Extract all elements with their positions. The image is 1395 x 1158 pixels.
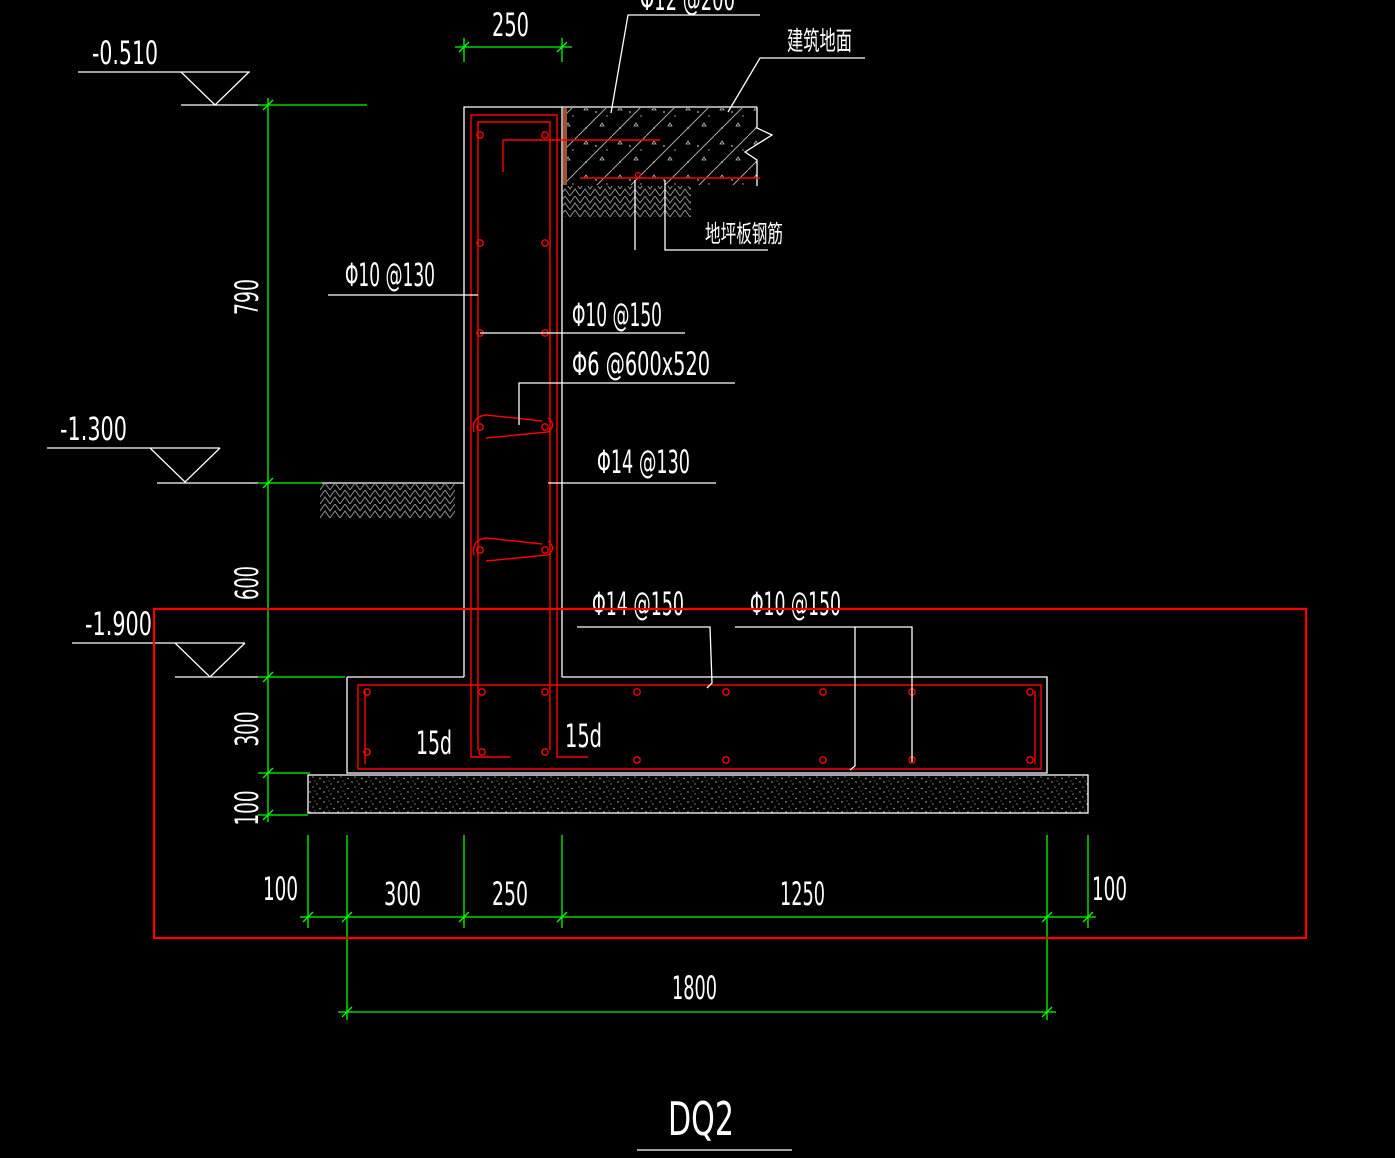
leader-tie xyxy=(518,382,735,425)
label-slab-top-rebar: Φ12 @200 xyxy=(640,0,735,18)
wall-rebar-dot xyxy=(541,239,549,247)
footing-rebar-dot xyxy=(722,688,730,696)
dim-label-footing: 300 xyxy=(228,712,266,747)
dimension-horizontal-chain: 100 300 250 1250 100 xyxy=(263,835,1127,1020)
wall-rebar-dot xyxy=(476,131,484,139)
wall-rebar-dot xyxy=(541,546,549,554)
footing-rebar-dot xyxy=(819,756,827,764)
wall-rebar-outer-loop xyxy=(470,114,588,758)
floor-slab xyxy=(562,106,774,217)
footing-rebar-dot xyxy=(819,688,827,696)
highlight-box xyxy=(152,607,1308,940)
dim-line-total xyxy=(338,1006,1056,1018)
dimension-vertical-chain: 790 600 300 100 xyxy=(228,98,367,826)
elevation-footing-label: -1.900 xyxy=(85,605,152,643)
dimension-wall-top: 250 xyxy=(455,6,572,62)
elevation-ground-line xyxy=(47,447,464,484)
rebar-annotations: Φ12 @200 建筑地面 地坪板钢筋 Φ10 @130 Φ10 @150 Φ6… xyxy=(328,0,913,771)
footing-rebar-dot xyxy=(541,748,549,756)
dim-label-heel: 1250 xyxy=(780,875,825,913)
dim-extension-verticals xyxy=(307,835,1089,1020)
elevation-footing-line xyxy=(72,642,258,678)
wall-outline xyxy=(463,106,563,677)
footing-rebar-dot xyxy=(722,756,730,764)
drawing-title-label: DQ2 xyxy=(668,1092,734,1146)
wall-rebar-dot xyxy=(541,131,549,139)
dim-label-blinding: 100 xyxy=(228,791,266,826)
footing-rebar-loop xyxy=(357,684,1042,770)
dim-label-blinding-left: 100 xyxy=(263,870,298,908)
wall-rebar xyxy=(470,114,660,758)
label-footing-bottom-rebar: Φ10 @150 xyxy=(750,585,841,623)
slab-rebar-dot xyxy=(634,171,642,179)
dim-ticks-vertical xyxy=(262,99,274,821)
slab-break-line xyxy=(743,107,774,186)
dim-label-toe: 300 xyxy=(384,875,421,913)
footing-rebar-dot xyxy=(363,748,371,756)
soil-hatch-left xyxy=(320,484,455,518)
dim-label-wall-top: 250 xyxy=(492,6,529,44)
tie-bar-upper xyxy=(472,414,554,439)
label-slab-rebar: 地坪板钢筋 xyxy=(705,220,783,248)
dim-label-blinding-right: 100 xyxy=(1092,870,1127,908)
leader-slab-top xyxy=(610,14,760,114)
wall-rebar-inner-loop xyxy=(477,121,551,750)
footing-rebar-dot xyxy=(633,756,641,764)
footing-rebar-dot xyxy=(633,688,641,696)
slab-soil-hatch xyxy=(563,186,691,217)
label-wall-distribution-rebar: Φ10 @150 xyxy=(572,296,662,334)
label-footing-top-rebar: Φ14 @150 xyxy=(592,585,684,623)
dim-label-wall: 250 xyxy=(492,875,528,913)
label-anchorage-right: 15d xyxy=(565,717,602,755)
elevation-top-line xyxy=(78,71,258,106)
footing-rebar-dot xyxy=(1026,688,1034,696)
dim-ticks-horizontal xyxy=(302,911,1094,923)
label-floor: 建筑地面 xyxy=(787,27,852,57)
leader-footing-bottom xyxy=(735,626,913,771)
footing-rebar-dot xyxy=(363,688,371,696)
dim-label-wall-lower: 600 xyxy=(228,566,266,600)
label-wall-inner-rebar: Φ14 @130 xyxy=(597,443,690,481)
drawing-title: DQ2 xyxy=(637,1092,792,1151)
dim-label-wall-upper: 790 xyxy=(228,279,266,315)
wall-rebar-dot xyxy=(476,423,484,431)
wall-slab-connection-bar xyxy=(502,139,660,172)
footing-rebar-end-bars xyxy=(364,691,1036,764)
label-wall-outer-rebar: Φ10 @130 xyxy=(345,256,435,294)
wall-rebar-dot xyxy=(476,546,484,554)
leader-footing-top xyxy=(577,626,713,689)
footing-rebar-dot xyxy=(541,688,549,696)
leader-floor xyxy=(727,57,865,113)
wall-rebar-dot xyxy=(476,239,484,247)
label-anchorage-left: 15d xyxy=(416,724,452,762)
elevation-marker-ground: -1.300 xyxy=(47,410,464,484)
footing-rebar-dot xyxy=(478,748,486,756)
elevation-marker-top: -0.510 xyxy=(78,34,258,106)
dim-extension-lines xyxy=(258,104,367,816)
blinding-layer xyxy=(307,774,1089,814)
footing-rebar-dot xyxy=(1026,756,1034,764)
label-tie-rebar: Φ6 @600x520 xyxy=(572,345,710,383)
footing-outline xyxy=(346,676,1048,774)
dimension-total: 1800 xyxy=(338,969,1056,1018)
wall-rebar-dot xyxy=(541,423,549,431)
dim-label-total: 1800 xyxy=(672,969,717,1007)
elevation-top-label: -0.510 xyxy=(92,34,158,72)
elevation-marker-footing: -1.900 xyxy=(72,605,258,678)
elevation-ground-label: -1.300 xyxy=(60,410,127,448)
tie-bar-lower xyxy=(472,537,554,562)
leader-slab-rebar xyxy=(634,180,768,251)
footing-rebar xyxy=(357,684,1042,770)
expansion-joint-strip xyxy=(563,108,567,185)
footing-rebar-dot xyxy=(478,688,486,696)
dim-line-wall-top xyxy=(455,38,572,62)
slab-concrete-hatch xyxy=(567,108,770,185)
